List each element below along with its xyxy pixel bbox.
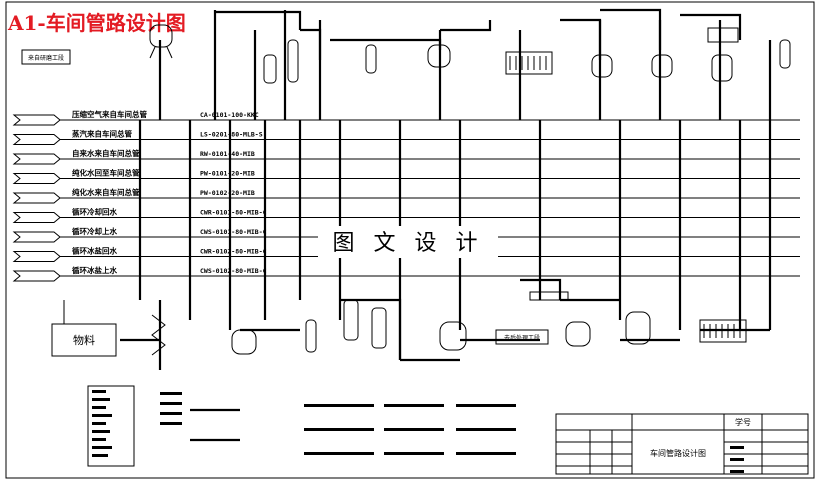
column-top-2 [707,27,739,82]
pipeline-arrow-icon [12,173,61,184]
sheet-label: 学号 [735,417,751,427]
pipeline-code: RW-0101-40-MIB [200,150,255,158]
legend-blocks [87,385,516,467]
pipeline-code: CWS-0102-80-MIB-C [200,267,267,275]
destination-box-label: 去后处理工段 [504,334,540,342]
pipeline-arrows [12,114,61,282]
column-top-1 [263,39,299,84]
heat-exchanger-top [505,51,553,75]
pipeline-arrow-icon [12,153,61,165]
pipeline-name: 循环冷却回水 [72,207,117,217]
source-box-label: 来自研磨工段 [28,54,64,62]
pipeline-name: 自来水来自车间总管 [72,148,140,158]
equipment-layer [120,8,791,370]
title-block [555,413,809,475]
destination-box [495,329,549,345]
pipeline-name: 纯化水回至车间总管 [72,168,140,178]
pipeline-code: LS-0201-80-MLB-S [200,131,263,139]
dryer-bottom [699,319,747,343]
pipeline-name: 循环冰盐上水 [72,265,117,275]
pipeline-arrow-icon [12,270,61,282]
pipeline-code: CWR-0102-80-MIB-C [200,248,267,256]
tank-top-1 [365,44,377,74]
tank-bottom-1 [305,319,317,353]
pipeline-arrow-icon [12,192,61,204]
drawing-name: 车间管路设计图 [650,448,706,458]
pipeline-name: 纯化水来自车间总管 [72,187,140,197]
reactor-top-2 [427,44,451,68]
filter-bottom [529,291,569,301]
pipeline-arrow-icon [12,134,61,145]
tank-top-2 [779,39,791,69]
pipeline-code: PW-0102-20-MIB [200,189,255,197]
pipeline-arrow-icon [12,114,61,126]
center-watermark: 图 文 设 计 [333,231,484,256]
watermark-title: A1-车间管路设计图 [7,11,186,35]
material-box-label: 物料 [73,333,95,347]
column-bottom-1 [343,299,387,349]
reactor-bottom-3 [565,321,591,347]
pipeline-code: PW-0101-20-MIB [200,170,255,178]
material-box [51,323,117,357]
pipeline-rows: 压缩空气来自车间总管 CA-0101-100-KKC 蒸汽来自车间总管 LS-0201… [60,109,800,277]
centrifuge-bottom [625,311,651,345]
screw-conveyor [151,314,166,356]
pipeline-code: CWR-0101-80-MIB-C [200,209,267,217]
source-box [21,49,71,65]
reactor-top-3 [591,54,613,78]
pipeline-name: 蒸汽来自车间总管 [72,129,132,139]
pipeline-arrow-icon [12,251,61,262]
pipeline-name: 压缩空气来自车间总管 [72,109,147,119]
pipeline-name: 循环冷却上水 [72,226,117,236]
drawing-frame [5,1,815,479]
pipeline-code: CA-0101-100-KKC [200,111,259,119]
reactor-top-1 [149,24,173,59]
reactor-bottom-1 [231,329,257,355]
reactor-top-4 [651,54,673,78]
pipeline-arrow-icon [12,212,61,223]
reactor-bottom-2 [439,321,467,351]
pipeline-name: 循环冰盐回水 [72,246,117,256]
pipeline-arrow-icon [12,231,61,243]
center-watermark-backdrop [318,226,498,258]
pipeline-code: CWS-0101-80-MIB-C [200,228,267,236]
